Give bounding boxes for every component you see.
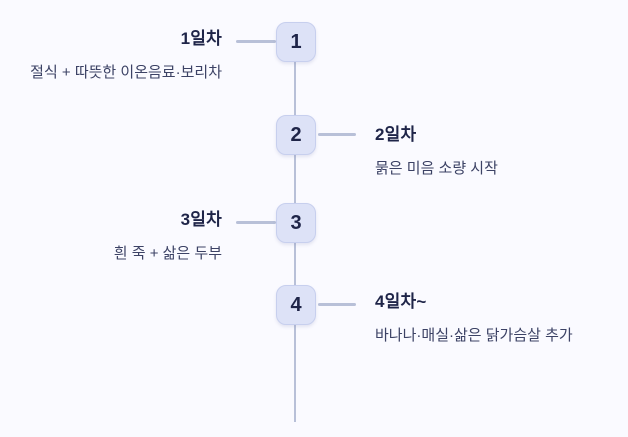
timeline-item-4-number: 4 <box>290 293 302 316</box>
timeline-item-2-content: 2일차 묽은 미음 소량 시작 <box>375 124 620 179</box>
timeline-item-2-connector-line <box>318 133 356 136</box>
timeline-item-4-connector-line <box>318 303 356 306</box>
timeline-item-4-content: 4일차~ 바나나·매실·삶은 닭가슴살 추가 <box>375 291 620 346</box>
timeline-item-1-number: 1 <box>290 30 302 53</box>
timeline-item-2-title: 2일차 <box>375 125 417 144</box>
timeline-item-3-number: 3 <box>290 211 302 234</box>
timeline-item-3-title: 3일차 <box>180 210 222 229</box>
timeline-item-3-description: 흰 죽 + 삶은 두부 <box>113 245 222 262</box>
timeline-item-4-node: 4 <box>276 285 316 325</box>
timeline-item-3-node: 3 <box>276 203 316 243</box>
timeline-item-4-description: 바나나·매실·삶은 닭가슴살 추가 <box>375 327 573 344</box>
timeline-item-3-content: 3일차 흰 죽 + 삶은 두부 <box>8 209 222 264</box>
timeline-item-1-connector-line <box>236 40 276 43</box>
timeline-item-3-connector-line <box>236 221 276 224</box>
timeline-item-1-description: 절식 + 따뜻한 이온음료·보리차 <box>30 64 222 81</box>
timeline-item-1-node: 1 <box>276 22 316 62</box>
timeline-item-2-node: 2 <box>276 115 316 155</box>
timeline-item-2-number: 2 <box>290 123 302 146</box>
timeline-item-4-title: 4일차~ <box>375 292 427 311</box>
timeline-item-1-title: 1일차 <box>180 29 222 48</box>
timeline-item-2-description: 묽은 미음 소량 시작 <box>375 160 498 177</box>
timeline-item-1-content: 1일차 절식 + 따뜻한 이온음료·보리차 <box>8 28 222 83</box>
